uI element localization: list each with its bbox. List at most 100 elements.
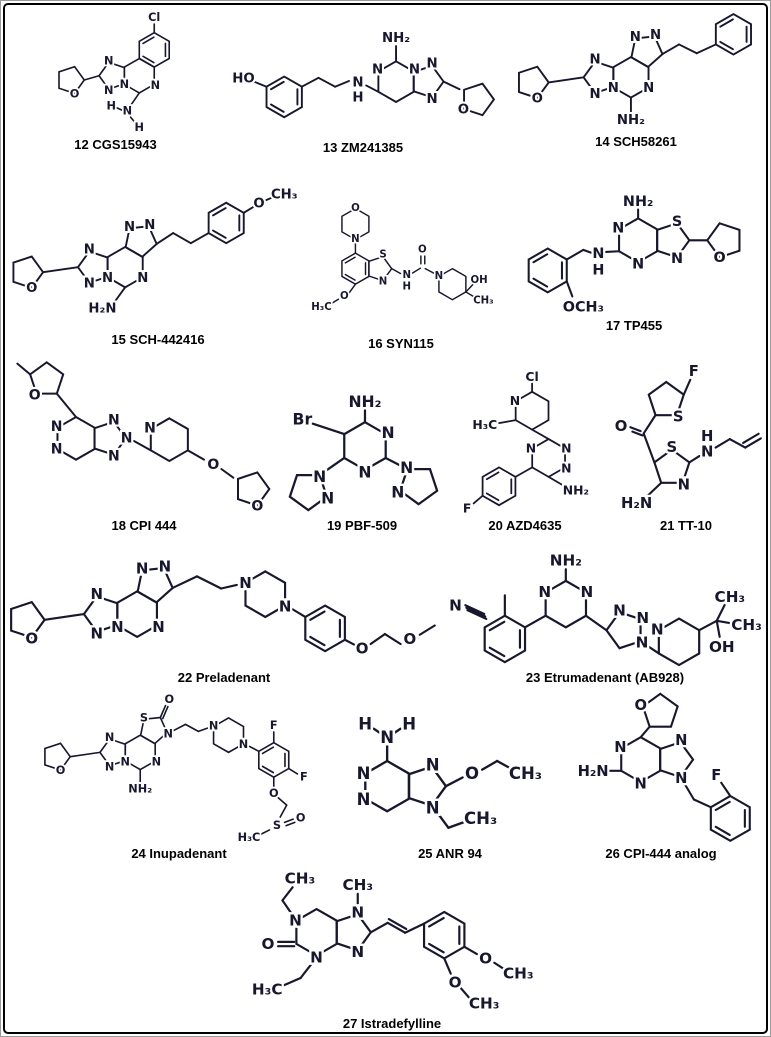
- atom-labels: F S O S N H₂N N H: [613, 361, 716, 514]
- atom-label: N: [372, 63, 383, 78]
- atom-label: N: [510, 393, 520, 408]
- atom-label: H: [403, 282, 412, 293]
- atom-label: CH₃: [509, 764, 542, 783]
- atom-label: N: [675, 732, 687, 749]
- compound-23-label: 23 Etrumadenant (AB928): [525, 670, 685, 685]
- atom-label: H: [402, 715, 416, 734]
- atom-labels: N NH₂ N N N N N N CH₃ CH₃ OH: [447, 549, 764, 658]
- atom-label: N: [152, 756, 161, 769]
- atom-label: N: [538, 583, 551, 601]
- atom-label: O: [532, 91, 543, 106]
- atom-label: O: [269, 787, 279, 800]
- atom-label: N: [358, 463, 371, 482]
- structure-21-drawing: F S O S N H₂N N H: [613, 361, 762, 514]
- atom-label: N: [121, 430, 133, 446]
- compound-13-label: 13 ZM241385: [322, 140, 404, 155]
- compound-14-panel: O N N N N N N NH₂ 14 SCH58261: [505, 9, 767, 151]
- compound-25-panel: H N H N N N N O CH₃ CH₃ 25 ANR 94: [351, 699, 549, 863]
- structure-bonds: [527, 208, 741, 298]
- atom-label: H: [352, 91, 363, 106]
- structure-bonds: [58, 23, 171, 125]
- atom-label: N: [289, 912, 302, 930]
- atom-label: F: [689, 363, 699, 380]
- atom-label: H₃C: [472, 417, 497, 432]
- atom-label: N: [104, 84, 113, 97]
- structure-bonds: [472, 382, 566, 507]
- atom-label: N: [589, 87, 600, 102]
- compound-21-label: 21 TT-10: [659, 518, 713, 533]
- compound-17-panel: NH₂ N N N H S N O OCH₃ 17 TP455: [505, 191, 763, 335]
- atom-label: N: [321, 489, 334, 508]
- atom-label: N: [409, 63, 420, 78]
- structure-bonds: [44, 704, 299, 836]
- atom-label: S: [667, 439, 678, 456]
- atom-label: N: [612, 221, 624, 237]
- structure-14-drawing: O N N N N N N NH₂: [518, 13, 752, 130]
- structure-bonds: [364, 727, 513, 829]
- atom-label: N: [108, 448, 120, 464]
- atom-labels: H N H N N N N O CH₃ CH₃: [354, 712, 544, 830]
- atom-label: N: [104, 55, 113, 68]
- atom-label: NH₂: [550, 552, 582, 570]
- structure-20-drawing: Cl N H₃C N N N NH₂ F: [461, 367, 591, 517]
- compound-17-label: 17 TP455: [605, 318, 663, 333]
- structure-bonds: [330, 207, 476, 305]
- atom-label: O: [356, 639, 369, 657]
- atom-label: N: [209, 720, 218, 733]
- structure-bonds: [464, 568, 735, 667]
- atom-label: N: [651, 620, 664, 638]
- atom-label: O: [296, 812, 306, 825]
- atom-label: H: [106, 99, 115, 112]
- atom-label: N: [678, 476, 690, 493]
- atom-label: N: [671, 251, 683, 267]
- compound-16-panel: O N S N N H O N OH CH₃ H₃C O 16 SYN115: [305, 181, 497, 353]
- atom-label: HO: [232, 72, 255, 87]
- atom-label: H: [701, 428, 713, 445]
- atom-label: N: [380, 728, 394, 747]
- atom-label: O: [465, 764, 479, 783]
- compound-24-label: 24 Inupadenant: [131, 846, 227, 861]
- compound-19-label: 19 PBF-509: [326, 518, 398, 533]
- compound-15-panel: O N N N N N N H₂N O CH₃ 15 SCH-442416: [9, 173, 307, 349]
- atom-label: N: [526, 440, 536, 455]
- atom-labels: NH₂ N N N H S N O OCH₃: [561, 192, 728, 317]
- atom-label: S: [273, 819, 281, 832]
- compound-20-panel: Cl N H₃C N N N NH₂ F 20 AZD4635: [443, 367, 607, 535]
- atom-label: O: [351, 203, 360, 214]
- compound-25-label: 25 ANR 94: [418, 846, 482, 861]
- compound-27-label: 27 Istradefylline: [342, 1016, 442, 1031]
- atom-label: N: [427, 92, 438, 107]
- atom-label: O: [458, 103, 469, 118]
- structure-12-drawing: Cl O N N N N H N H: [58, 9, 171, 136]
- compound-18-panel: O N N N N N N O O 18 CPI 444: [9, 357, 279, 535]
- structure-bonds: [277, 886, 506, 1000]
- compound-18-label: 18 CPI 444: [111, 518, 177, 533]
- atom-labels: Cl N H₃C N N N NH₂ F: [461, 367, 591, 517]
- atom-label: N: [630, 30, 641, 45]
- atom-labels: HO N H NH₂ N N N N O: [230, 29, 471, 120]
- compound-20-label: 20 AZD4635: [488, 518, 562, 533]
- atom-label: CH₃: [731, 616, 762, 634]
- atom-label: N: [426, 755, 440, 774]
- compound-26-label: 26 CPI-444 analog: [605, 846, 717, 861]
- structure-27-drawing: CH₃ CH₃ N N N N O H₃C O CH₃ O CH₃: [250, 867, 536, 1014]
- structure-bonds: [10, 558, 436, 653]
- atom-label: N: [84, 277, 95, 292]
- atom-label: O: [713, 250, 725, 266]
- atom-label: CH₃: [285, 870, 316, 888]
- figure-panel: Cl O N N N N H N H 12 CGS15943 HO: [3, 3, 768, 1034]
- structure-bonds: [288, 409, 439, 512]
- atom-label: O: [56, 764, 66, 777]
- structure-22-drawing: O N N N N N N N N O O: [10, 555, 436, 660]
- structure-19-drawing: NH₂ Br N N N N N N: [288, 389, 439, 512]
- atom-label: N: [310, 949, 323, 967]
- atom-label: N: [137, 271, 148, 286]
- atom-label: N: [382, 423, 395, 442]
- atom-label: S: [140, 711, 148, 724]
- atom-label: NH₂: [382, 31, 410, 46]
- compound-26-panel: O N N H₂N N N F 26 CPI-444 analog: [553, 691, 769, 863]
- atom-label: H₃C: [311, 302, 331, 313]
- atom-label: N: [239, 738, 248, 751]
- atom-label: H: [134, 121, 143, 134]
- atom-label: N: [111, 618, 124, 636]
